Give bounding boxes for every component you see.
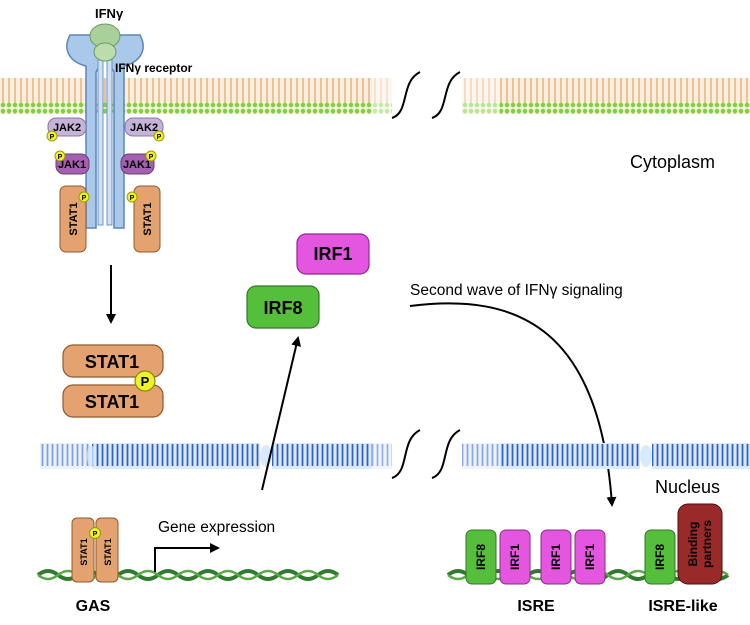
svg-text:IRF1: IRF1 (313, 244, 352, 264)
svg-text:partners: partners (700, 520, 714, 568)
receptor-label: IFNγ receptor (115, 61, 193, 75)
svg-text:IRF1: IRF1 (508, 544, 522, 570)
svg-text:JAK1: JAK1 (123, 159, 151, 171)
svg-text:JAK2: JAK2 (53, 122, 81, 134)
gas-label: GAS (76, 598, 111, 615)
svg-text:JAK1: JAK1 (58, 159, 86, 171)
svg-text:IRF1: IRF1 (549, 544, 563, 570)
plasma-membrane (0, 76, 750, 116)
jak1-right: JAK1 P (120, 150, 157, 175)
svg-text:STAT1: STAT1 (79, 538, 89, 565)
isre-label: ISRE (517, 598, 555, 615)
stat1-gas-dimer: STAT1 STAT1 P (71, 517, 119, 583)
cytoplasm-label: Cytoplasm (630, 152, 715, 172)
binding-partners: Binding partners (677, 503, 723, 585)
isre-irf8: IRF8 (465, 529, 497, 585)
svg-text:P: P (58, 154, 63, 161)
second-wave-label: Second wave of IFNγ signaling (410, 282, 623, 299)
svg-text:STAT1: STAT1 (85, 352, 139, 372)
svg-text:STAT1: STAT1 (85, 392, 139, 412)
svg-text:P: P (50, 134, 55, 141)
svg-text:STAT1: STAT1 (68, 202, 80, 235)
nuclear-membrane-break-mark (391, 429, 461, 479)
nucleus-label: Nucleus (655, 477, 720, 497)
svg-text:P: P (157, 134, 162, 141)
isre-like-irf8: IRF8 (644, 529, 676, 585)
svg-text:IRF8: IRF8 (653, 544, 667, 570)
svg-text:IRF8: IRF8 (474, 544, 488, 570)
jak1-left: JAK1 P (54, 150, 90, 175)
irf1-protein: IRF1 (296, 233, 370, 275)
svg-text:JAK2: JAK2 (130, 122, 158, 134)
isre-irf1-b: IRF1 (540, 529, 572, 585)
svg-text:P: P (130, 195, 135, 202)
svg-text:P: P (82, 195, 87, 202)
second-wave-arrow (409, 302, 617, 507)
gene-expression-arrow (154, 543, 220, 572)
ifng-ligand (89, 23, 121, 62)
irf8-protein: IRF8 (246, 285, 320, 329)
stat1-receptor-left: STAT1 P (59, 185, 90, 253)
isre-like-label: ISRE-like (648, 598, 717, 615)
jak2-right: JAK2 P (124, 117, 165, 142)
svg-text:IRF1: IRF1 (583, 544, 597, 570)
arrow-to-irf (261, 336, 302, 491)
jak2-left: JAK2 P (46, 117, 87, 142)
membrane-break-mark (391, 71, 461, 119)
ligand-label: IFNγ (95, 6, 124, 21)
isre-irf1-a: IRF1 (499, 529, 531, 585)
svg-text:P: P (93, 531, 98, 538)
svg-text:STAT1: STAT1 (103, 538, 113, 565)
nuclear-membrane (40, 440, 750, 472)
svg-text:Binding: Binding (686, 522, 700, 567)
stat1-dimer: STAT1 STAT1 P (62, 344, 164, 418)
svg-text:STAT1: STAT1 (142, 202, 154, 235)
svg-text:P: P (149, 154, 154, 161)
gene-expression-label: Gene expression (158, 519, 275, 536)
svg-text:P: P (141, 374, 150, 389)
stat1-receptor-right: STAT1 P (126, 185, 161, 253)
svg-text:IRF8: IRF8 (263, 298, 302, 318)
isre-irf1-c: IRF1 (574, 529, 606, 585)
